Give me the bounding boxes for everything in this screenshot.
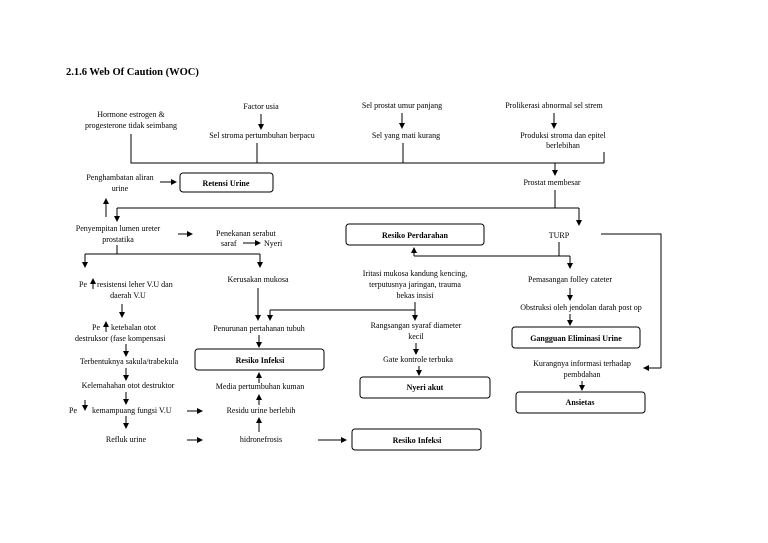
factor-usia-text: Factor usia <box>243 102 279 111</box>
pemasangan-text: Pemasangan folley cateter <box>528 275 612 284</box>
iritasi-text-3: bekas insisi <box>396 291 434 300</box>
pe-resistensi-prefix: Pe <box>79 280 87 289</box>
page-heading: 2.1.6 Web Of Caution (WOC) <box>66 67 199 78</box>
terbentuknya-text: Terbentuknya sakula/trabekula <box>80 357 179 366</box>
kerusakan-text: Kerusakan mukosa <box>227 275 289 284</box>
refluk-text: Refluk urine <box>106 435 147 444</box>
iritasi-text-1: Iritasi mukosa kandung kencing, <box>363 269 467 278</box>
turp-text: TURP <box>549 231 570 240</box>
kelemahahan-text: Kelemahahan otot destruktor <box>82 381 175 390</box>
media-text: Media pertumbuhan kuman <box>216 382 304 391</box>
produksi-text-2: berlebihan <box>546 141 580 150</box>
sel-mati-text: Sel yang mati kurang <box>372 131 440 140</box>
resiko-perdarahan-box <box>345 223 485 246</box>
hidronefrosis-text: hidronefrosis <box>240 435 282 444</box>
retensi-urine-box <box>179 172 274 193</box>
pe-resistensi-text-1: resistensi leher V.U dan <box>97 280 173 289</box>
resiko-infeksi-box <box>194 348 325 371</box>
gangguan-eliminasi-box <box>511 326 641 349</box>
retensi-urine-label: Retensi Urine <box>203 179 250 188</box>
line-penyempitan-bus <box>116 245 260 255</box>
sel-prostat-umur-text: Sel prostat umur panjang <box>362 101 442 110</box>
pe-ketebalan-prefix: Pe <box>92 323 100 332</box>
resiko-infeksi-label: Resiko Infeksi <box>236 356 285 365</box>
produksi-text-1: Produksi stroma dan epitel <box>520 131 606 140</box>
pe-kemampuang-text: kemampuang fungsi V.U <box>92 406 172 415</box>
hormone-text-1: Hormone estrogen & <box>97 110 165 119</box>
penghambatan-text-1: Penghambatan aliran <box>86 173 153 182</box>
pe-ketebalan-text-1: ketebalan otot <box>111 323 157 332</box>
nyeri-akut-box <box>359 376 491 399</box>
sel-stroma-text: Sel stroma pertumbuhan berpacu <box>209 131 315 140</box>
saraf-text: saraf <box>221 239 237 248</box>
rangsangan-text-2: kecil <box>408 332 424 341</box>
obstruksi-text: Obstruksi oleh jendolan darah post op <box>520 303 642 312</box>
nyeri-akut-label: Nyeri akut <box>407 383 444 392</box>
penekanan-text: Penekanan serabut <box>216 229 277 238</box>
pe-ketebalan-text-2: destruksor (fase kompensasi <box>75 334 166 343</box>
prolikerasi-text: Prolikerasi abnormal sel strem <box>505 101 603 110</box>
ansietas-box <box>515 391 646 414</box>
resiko-infeksi-2-box <box>351 428 482 451</box>
resiko-perdarahan-label: Resiko Perdarahan <box>382 231 449 240</box>
penyempitan-text-1: Penyempitan lumen ureter <box>76 224 161 233</box>
penurunan-text: Penurunan pertahanan tubuh <box>213 324 305 333</box>
kurangnya-text-1: Kurangnya informasi terhadap <box>533 359 631 368</box>
gangguan-eliminasi-label: Gangguan Eliminasi Urine <box>530 334 622 343</box>
gate-text: Gate kontrole terbuka <box>383 355 453 364</box>
pe-resistensi-text-2: daerah V.U <box>110 291 146 300</box>
kurangnya-text-2: pembdahan <box>564 370 601 379</box>
residu-text: Residu urine berlebih <box>227 406 296 415</box>
prostat-membesar-text: Prostat membesar <box>523 178 580 187</box>
pe-kemampuang-prefix: Pe <box>69 406 77 415</box>
bracket-bottom <box>130 134 604 164</box>
resiko-infeksi-2-label: Resiko Infeksi <box>393 436 442 445</box>
hormone-text-2: progesterone tidak seimbang <box>85 121 177 130</box>
penghambatan-text-2: urine <box>112 184 129 193</box>
line-turp-right <box>601 233 662 368</box>
nyeri-text: Nyeri <box>264 239 283 248</box>
iritasi-text-2: terputusnya jaringan, trauma <box>369 280 461 289</box>
rangsangan-text-1: Rangsangan syaraf diameter <box>371 321 462 330</box>
penyempitan-text-2: prostatika <box>102 235 134 244</box>
ansietas-label: Ansietas <box>566 398 595 407</box>
